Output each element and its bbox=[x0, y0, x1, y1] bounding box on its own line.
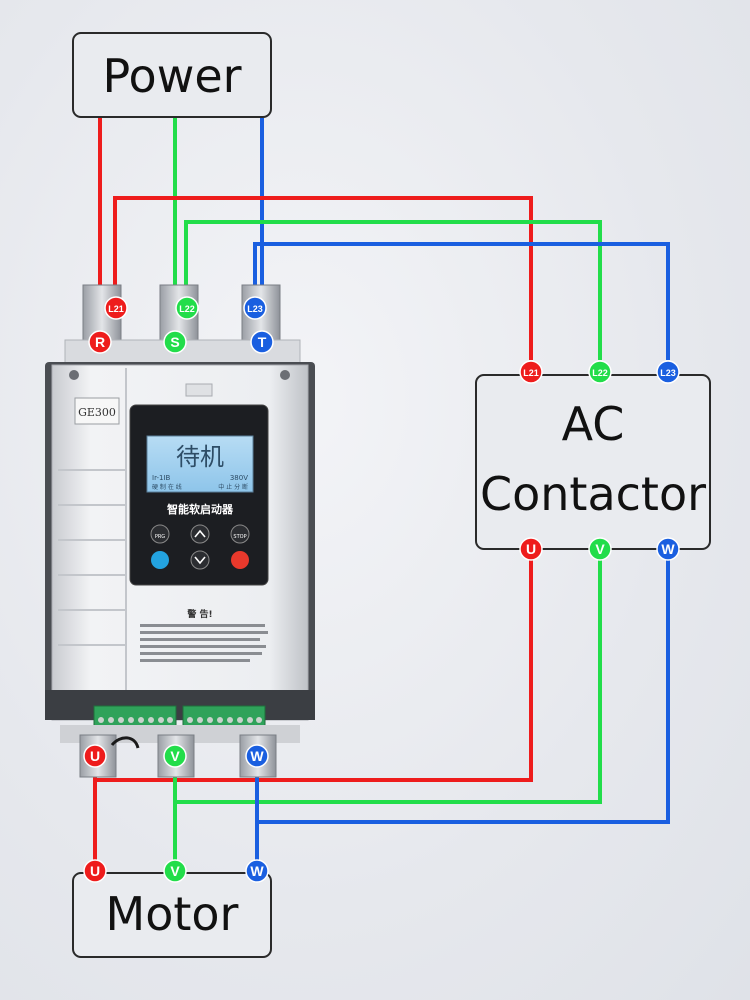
pin-input-s bbox=[163, 330, 187, 354]
pin-motor-u bbox=[83, 859, 107, 883]
down-arrow-icon bbox=[194, 556, 206, 565]
pin-motor-u-label: U bbox=[90, 863, 100, 879]
pin-contactor-w-label: W bbox=[661, 541, 675, 557]
pin-contactor-u-label: U bbox=[526, 541, 536, 557]
pin-output-w-label: W bbox=[250, 748, 264, 764]
pin-contactor-l22 bbox=[588, 360, 612, 384]
lcd-display bbox=[146, 435, 254, 493]
pin-aux-l23-label: L23 bbox=[247, 304, 263, 314]
stop-key-label: STOP bbox=[233, 534, 246, 540]
pin-output-u-label: U bbox=[90, 748, 100, 764]
pin-badges: R S T L21 L22 L23 L21 L22 L23 U V W U V … bbox=[83, 296, 680, 883]
pin-aux-l21-label: L21 bbox=[108, 304, 124, 314]
pin-input-r-label: R bbox=[95, 334, 105, 350]
pin-motor-v bbox=[163, 859, 187, 883]
power-label: Power bbox=[102, 49, 241, 103]
wire-l23 bbox=[253, 242, 670, 360]
motor-box: Motor bbox=[72, 872, 272, 958]
pin-contactor-u bbox=[519, 537, 543, 561]
lcd-sub2: 中 止 分 断 bbox=[218, 483, 248, 491]
pin-contactor-v bbox=[588, 537, 612, 561]
pin-input-t-label: T bbox=[258, 334, 267, 350]
power-box: Power bbox=[72, 32, 272, 118]
pin-contactor-l23 bbox=[656, 360, 680, 384]
reset-key[interactable] bbox=[231, 551, 249, 569]
pin-aux-l23 bbox=[243, 296, 267, 320]
pin-contactor-l21-label: L21 bbox=[523, 368, 539, 378]
pin-motor-w-label: W bbox=[250, 863, 264, 879]
pin-motor-w bbox=[245, 859, 269, 883]
wire-contactor-v bbox=[175, 560, 602, 804]
pin-output-w bbox=[245, 744, 269, 768]
lcd-main-text: 待机 bbox=[176, 443, 224, 471]
contactor-label-line1: AC bbox=[562, 397, 625, 451]
lcd-sub1: 硬 制 在 线 bbox=[152, 483, 182, 491]
pin-aux-l21 bbox=[104, 296, 128, 320]
pin-input-s-label: S bbox=[170, 334, 179, 350]
pin-contactor-l23-label: L23 bbox=[660, 368, 676, 378]
pin-input-t bbox=[250, 330, 274, 354]
motor-label: Motor bbox=[106, 887, 239, 941]
soft-starter-device: GE300 待机 Ir-1IB 380V 硬 制 在 线 中 止 分 断 智能软… bbox=[45, 284, 315, 778]
contactor-label-line2: Contactor bbox=[480, 467, 706, 521]
pin-contactor-v-label: V bbox=[595, 541, 605, 557]
wire-contactor-w bbox=[257, 560, 670, 824]
up-key[interactable] bbox=[190, 524, 210, 544]
pin-output-v bbox=[163, 744, 187, 768]
wires bbox=[93, 118, 670, 870]
prg-key-label: PRG bbox=[155, 534, 165, 540]
pin-input-r bbox=[88, 330, 112, 354]
stop-key[interactable] bbox=[230, 524, 250, 544]
pin-aux-l22-label: L22 bbox=[179, 304, 195, 314]
pin-motor-v-label: V bbox=[170, 863, 180, 879]
pin-contactor-l22-label: L22 bbox=[592, 368, 608, 378]
pin-contactor-w bbox=[656, 537, 680, 561]
device-title: 智能软启动器 bbox=[167, 502, 234, 516]
run-key[interactable] bbox=[151, 551, 169, 569]
warning-title: 警 告! bbox=[187, 608, 212, 620]
pin-output-v-label: V bbox=[170, 748, 180, 764]
prg-key[interactable] bbox=[150, 524, 170, 544]
down-key[interactable] bbox=[190, 550, 210, 570]
pin-output-u bbox=[83, 744, 107, 768]
wire-l21 bbox=[113, 196, 533, 360]
pin-aux-l22 bbox=[175, 296, 199, 320]
ac-contactor-box: AC Contactor bbox=[475, 374, 711, 550]
model-label: GE300 bbox=[78, 406, 116, 419]
pin-contactor-l21 bbox=[519, 360, 543, 384]
wire-contactor-u bbox=[95, 560, 533, 782]
lcd-line2: 380V bbox=[230, 474, 248, 482]
wire-l22 bbox=[184, 220, 602, 360]
up-arrow-icon bbox=[194, 529, 206, 538]
lcd-line1: Ir-1IB bbox=[152, 474, 171, 482]
warning-text-lines bbox=[140, 624, 268, 662]
